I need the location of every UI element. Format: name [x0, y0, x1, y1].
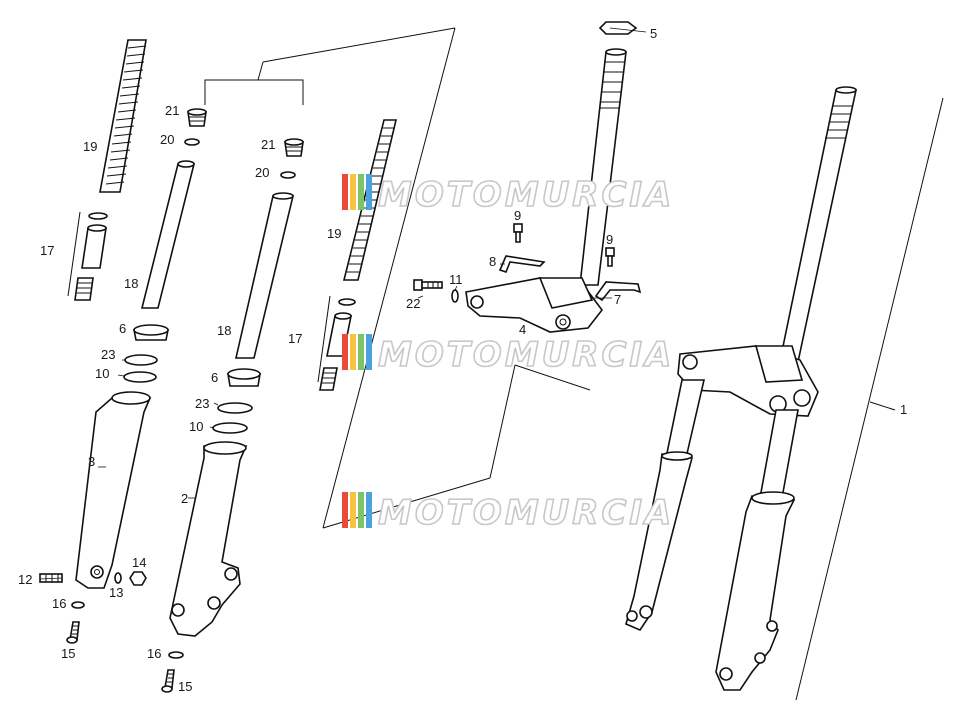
callout-3: 3 — [88, 454, 95, 469]
screw-9-b — [605, 247, 615, 267]
watermark-middle: MOTOMURCIA — [342, 334, 674, 376]
callout-9-b: 9 — [606, 232, 613, 247]
callout-21-right: 21 — [261, 137, 275, 152]
callout-10-right: 10 — [189, 419, 203, 434]
watermark-text-top: MOTOMURCIA — [378, 175, 674, 215]
valve-17-left — [67, 211, 108, 301]
callout-23-right: 23 — [195, 396, 209, 411]
stem-4 — [465, 48, 627, 333]
callout-17-left: 17 — [40, 243, 54, 258]
callout-14: 14 — [132, 555, 146, 570]
ring-23-right — [217, 402, 253, 414]
screw-15-left — [66, 621, 80, 644]
callout-12: 12 — [18, 572, 32, 587]
washer-13 — [114, 572, 122, 584]
washer-20-left — [184, 138, 200, 146]
callout-20-right: 20 — [255, 165, 269, 180]
watermark-text-bottom: MOTOMURCIA — [378, 493, 674, 533]
screw-9-a — [513, 223, 523, 243]
clip-10-left — [123, 371, 157, 383]
slider-2 — [169, 441, 248, 637]
callout-18-left: 18 — [124, 276, 138, 291]
clip-8 — [498, 255, 546, 273]
callout-19-left: 19 — [83, 139, 97, 154]
callout-8-label: 8 — [489, 254, 496, 269]
washer-20-right — [280, 171, 296, 179]
watermark-top: MOTOMURCIA — [342, 174, 674, 216]
callout-16-right: 16 — [147, 646, 161, 661]
fork-assembly-1 — [625, 86, 857, 691]
callout-22: 22 — [406, 296, 420, 311]
callout-16-left: 16 — [52, 596, 66, 611]
screw-15-right — [161, 669, 175, 693]
callout-20-left: 20 — [160, 132, 174, 147]
valve-17-right — [317, 295, 356, 391]
nut-14 — [129, 571, 147, 586]
tube-18-left — [140, 160, 196, 309]
callout-18-right: 18 — [217, 323, 231, 338]
clip-10-right — [212, 422, 248, 434]
callout-9-a: 9 — [514, 208, 521, 223]
watermark-text-middle: MOTOMURCIA — [378, 335, 674, 375]
callout-4: 4 — [519, 322, 526, 337]
washer-11 — [451, 289, 459, 303]
callout-15-left: 15 — [61, 646, 75, 661]
tube-18-right — [234, 192, 295, 359]
seal-6-right — [227, 368, 261, 387]
leader-lines — [39, 27, 647, 580]
callout-21-left: 21 — [165, 103, 179, 118]
slider-3 — [75, 391, 152, 589]
washer-16-left — [71, 601, 85, 609]
callout-2: 2 — [181, 491, 188, 506]
callout-17-right: 17 — [288, 331, 302, 346]
callout-23-left: 23 — [101, 347, 115, 362]
spring-19-left — [99, 39, 147, 193]
callout-15-right: 15 — [178, 679, 192, 694]
callout-1: 1 — [900, 402, 907, 417]
callout-13: 13 — [109, 585, 123, 600]
callout-6-right: 6 — [211, 370, 218, 385]
bolt-22 — [413, 279, 443, 291]
callout-19-right: 19 — [327, 226, 341, 241]
plug-21-left — [187, 108, 207, 127]
callout-7: 7 — [614, 292, 621, 307]
callout-5: 5 — [650, 26, 657, 41]
washer-16-right — [168, 651, 184, 659]
ring-23-left — [124, 354, 158, 366]
watermark-bottom: MOTOMURCIA — [342, 492, 674, 534]
callout-11: 11 — [449, 272, 463, 287]
nut-5 — [598, 21, 638, 35]
callout-10-left: 10 — [95, 366, 109, 381]
seal-6-left — [133, 324, 169, 341]
callout-6-left: 6 — [119, 321, 126, 336]
bracket-lines — [204, 27, 944, 701]
plug-21-right — [284, 138, 304, 157]
callout-labels: 1 2 3 4 5 6 6 7 9 9 9 10 10 11 12 13 14 … — [18, 26, 907, 694]
